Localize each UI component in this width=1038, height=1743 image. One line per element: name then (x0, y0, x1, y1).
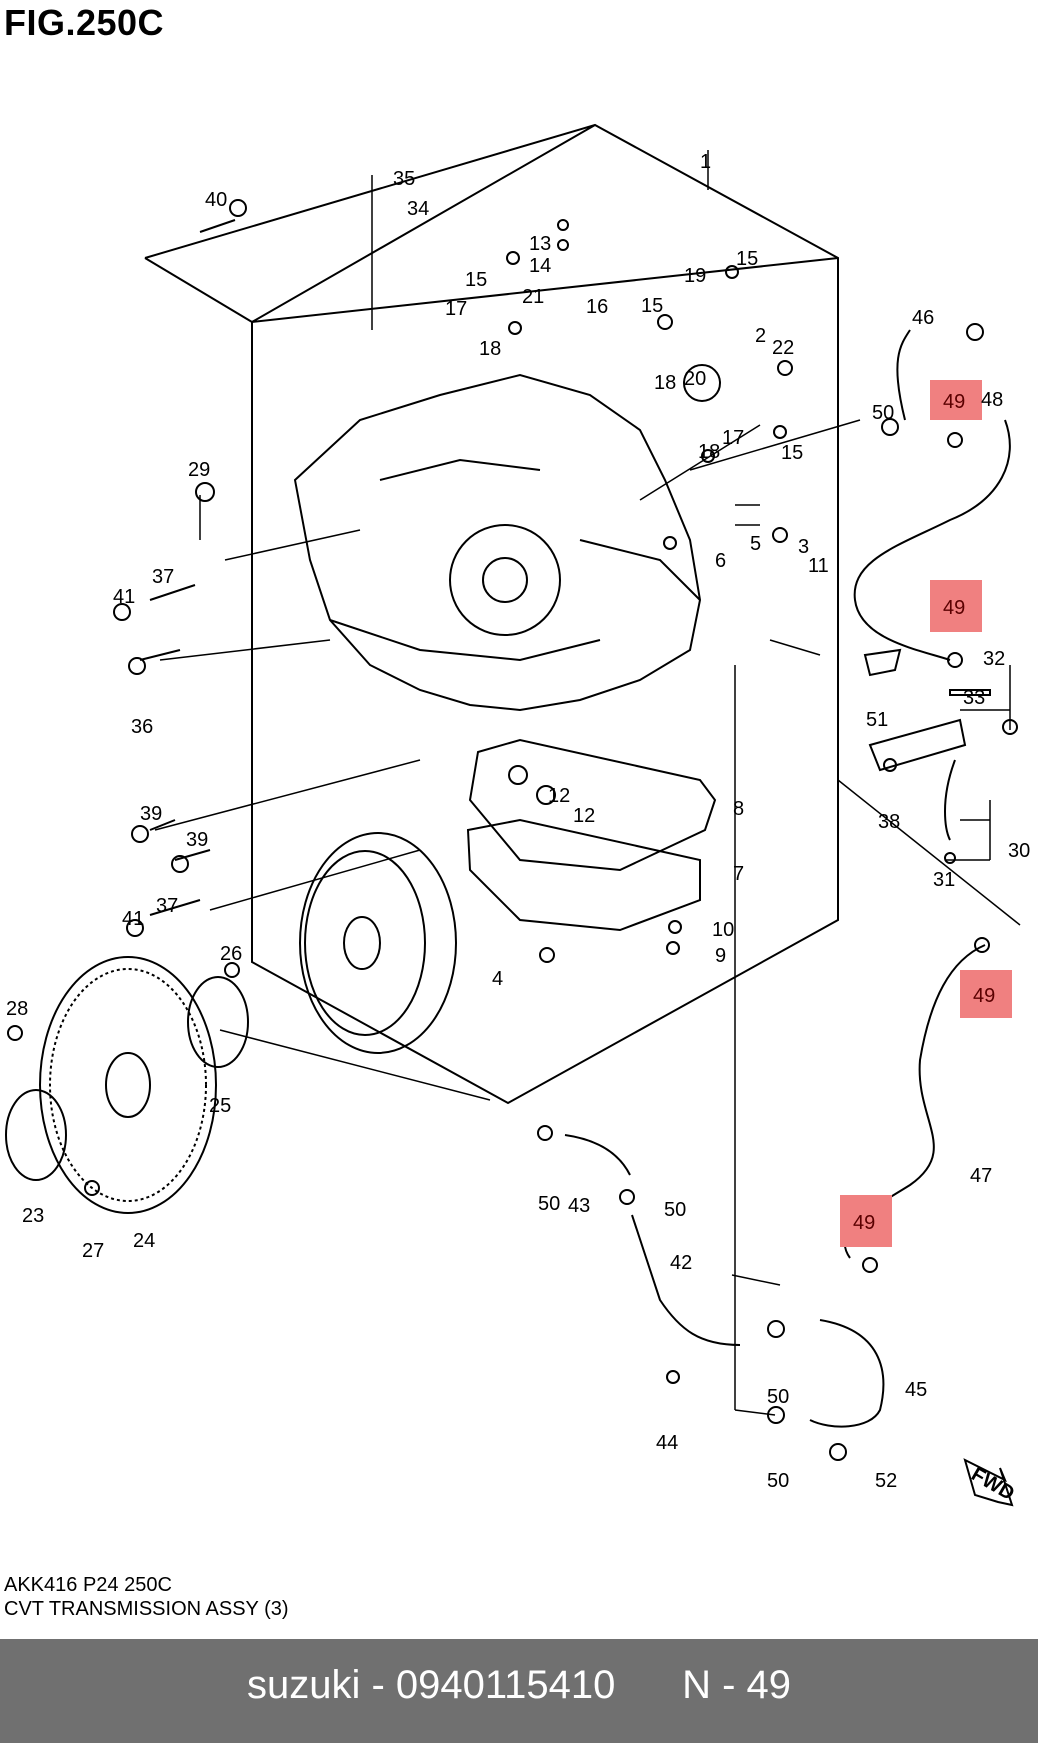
part-label: 30 (1008, 840, 1030, 862)
figure-code: AKK416 P24 250C (4, 1574, 172, 1596)
part-label-highlighted: 49 (943, 597, 965, 619)
part-label: 50 (767, 1470, 789, 1492)
part-label: 15 (465, 269, 487, 291)
part-label: 41 (122, 908, 144, 930)
part-label: 7 (733, 863, 744, 885)
part-label: 3 (798, 536, 809, 558)
part-label: 35 (393, 168, 415, 190)
part-label: 52 (875, 1470, 897, 1492)
part-label: 11 (808, 555, 829, 577)
part-label: 34 (407, 198, 429, 220)
part-label: 5 (750, 533, 761, 555)
part-label: 15 (736, 248, 758, 270)
part-label: 6 (715, 550, 726, 572)
part-label: 50 (767, 1386, 789, 1408)
part-label: 41 (113, 586, 135, 608)
part-label: 20 (684, 368, 706, 390)
highlight-box (960, 970, 1012, 1018)
part-label: 51 (866, 709, 888, 731)
part-label: 23 (22, 1205, 44, 1227)
leader-lines (154, 150, 1021, 1416)
part-label: 25 (209, 1095, 231, 1117)
part-label: 50 (664, 1199, 686, 1221)
part-label: 31 (933, 869, 955, 891)
part-label: 9 (715, 945, 726, 967)
part-label: 15 (781, 442, 803, 464)
part-label: 39 (140, 803, 162, 825)
part-label: 37 (152, 566, 174, 588)
hoses (564, 329, 1011, 1428)
part-label: 45 (905, 1379, 927, 1401)
part-label-highlighted: 49 (853, 1212, 875, 1234)
part-label: 24 (133, 1230, 155, 1252)
part-label: 17 (445, 298, 467, 320)
part-label: 47 (970, 1165, 992, 1187)
footer-part-info: suzuki - 0940115410 N - 49 (246, 1663, 792, 1707)
part-labels: 1234567891011121213141515151516171718181… (6, 151, 1030, 1492)
figure-title: FIG.250C (4, 2, 165, 43)
oil-pan (466, 738, 717, 932)
figure-name: CVT TRANSMISSION ASSY (3) (4, 1598, 289, 1620)
part-label-highlighted: 49 (973, 985, 995, 1007)
highlight-box (840, 1195, 892, 1247)
part-label: 14 (529, 255, 551, 277)
part-label: 42 (670, 1252, 692, 1274)
part-label: 32 (983, 648, 1005, 670)
part-label: 2 (755, 325, 766, 347)
footer-bar: suzuki - 0940115410 N - 49 (0, 1639, 1038, 1743)
part-label: 17 (722, 427, 744, 449)
part-label: 29 (188, 459, 210, 481)
part-label: 13 (529, 233, 551, 255)
part-label: 16 (586, 296, 608, 318)
part-label: 1 (700, 151, 711, 173)
part-label: 36 (131, 716, 153, 738)
fasteners (7, 199, 1018, 1461)
part-label: 10 (712, 919, 734, 941)
highlight-box (930, 380, 982, 420)
part-label: 37 (156, 895, 178, 917)
part-label: 18 (698, 441, 720, 463)
part-label: 50 (538, 1193, 560, 1215)
part-label: 4 (492, 968, 503, 990)
part-label: 50 (872, 402, 894, 424)
part-label: 43 (568, 1195, 590, 1217)
part-label: 26 (220, 943, 242, 965)
part-label: 12 (548, 785, 570, 807)
highlight-box (930, 580, 982, 632)
part-label: 21 (522, 286, 544, 308)
part-label: 22 (772, 337, 794, 359)
drive-plate (5, 956, 249, 1214)
part-label: 48 (981, 389, 1003, 411)
transmission-case (293, 373, 702, 712)
part-label: 15 (641, 295, 663, 317)
part-label: 18 (479, 338, 501, 360)
part-label: 33 (963, 687, 985, 709)
part-label: 8 (733, 798, 744, 820)
part-label: 39 (186, 829, 208, 851)
part-label: 12 (573, 805, 595, 827)
torque-converter (299, 832, 457, 1054)
fwd-arrow-icon: FWD (963, 1458, 1018, 1507)
part-label: 28 (6, 998, 28, 1020)
assembly-outline (144, 123, 839, 1105)
part-label: 46 (912, 307, 934, 329)
part-label-highlighted: 49 (943, 391, 965, 413)
part-label: 40 (205, 189, 227, 211)
part-label: 27 (82, 1240, 104, 1262)
part-label: 44 (656, 1432, 678, 1454)
part-label: 19 (684, 265, 706, 287)
part-label: 38 (878, 811, 900, 833)
part-label: 18 (654, 372, 676, 394)
